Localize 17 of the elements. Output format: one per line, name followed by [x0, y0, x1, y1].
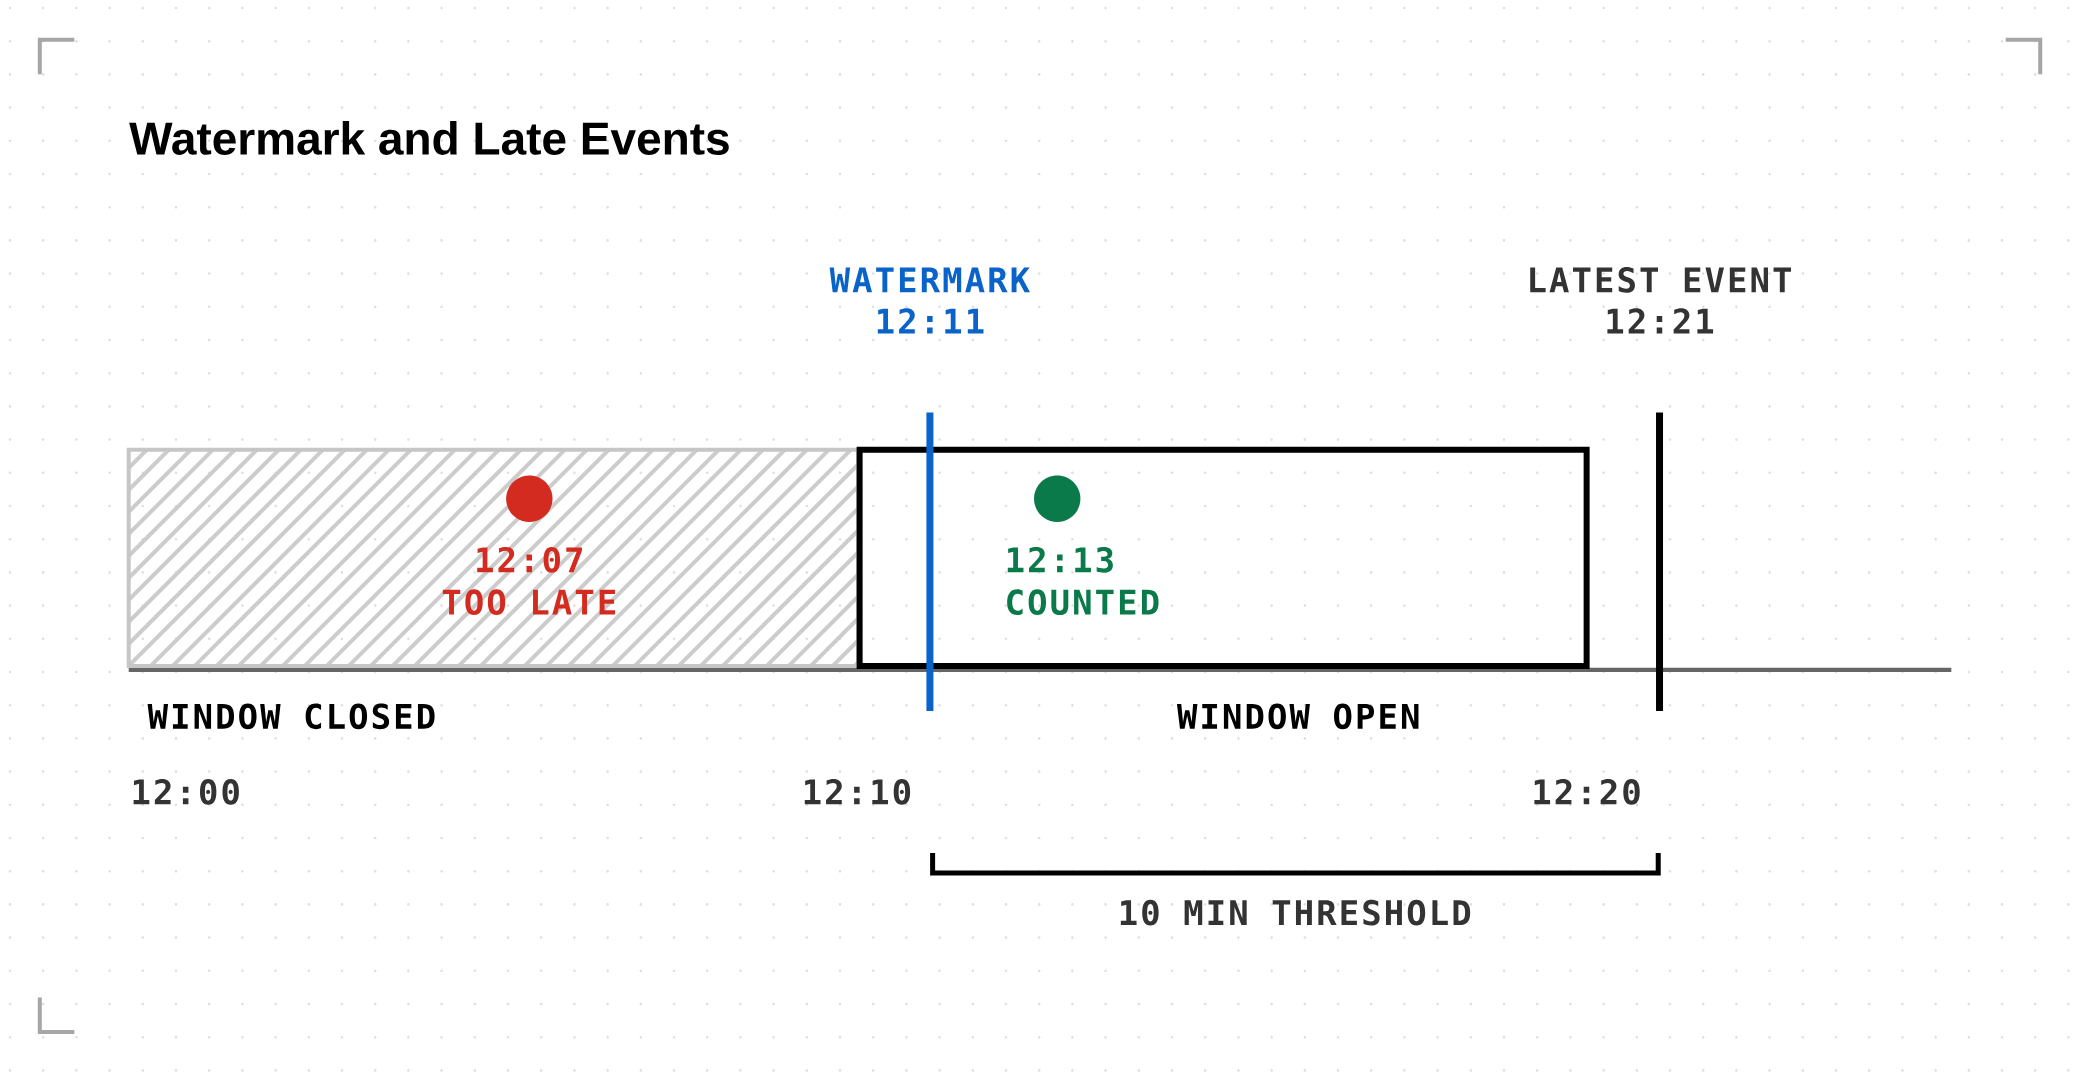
threshold-label: 10 MIN THRESHOLD [1120, 899, 1471, 926]
marker-label: 12:11 [877, 308, 984, 334]
node-label: WINDOW OPEN [1176, 703, 1419, 730]
tick-label: 12:10 [804, 779, 911, 805]
marker-label: WATERMARK [829, 267, 1030, 293]
tick-label: 12:00 [133, 779, 239, 805]
title: Watermark and Late Events [129, 121, 729, 155]
event-dot [1034, 475, 1081, 522]
event-label: TOO LATE [442, 589, 616, 616]
node-label: WINDOW CLOSED [147, 703, 435, 730]
event-label: 12:07 [477, 546, 582, 573]
event-dot [506, 475, 553, 522]
marker-label: LATEST EVENT [1530, 267, 1792, 293]
tick-label: 12:20 [1534, 779, 1640, 805]
event-label: COUNTED [1007, 589, 1159, 616]
marker-label: 12:21 [1607, 308, 1714, 334]
event-label: 12:13 [1007, 546, 1113, 573]
